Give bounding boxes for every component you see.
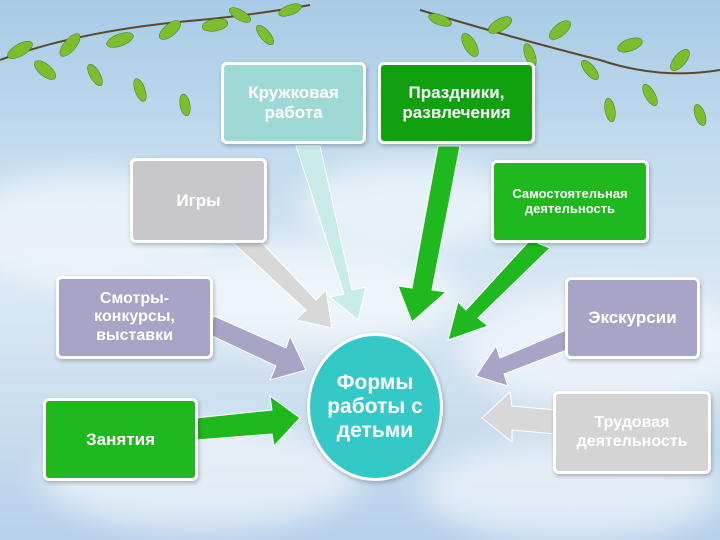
node-igry: Игры: [130, 158, 267, 243]
arrow-kruzhkovaya: [295, 145, 367, 321]
node-smotry-konkursy-vystavki: Смотры- конкурсы, выставки: [56, 276, 213, 359]
node-trudovaya-deyatelnost: Трудовая деятельность: [553, 391, 711, 474]
arrow-trudovaya: [481, 390, 557, 444]
arrow-ekskursii: [475, 329, 573, 387]
center-node-formy-raboty: Формы работы с детьми: [307, 333, 443, 481]
center-node-label: Формы работы с детьми: [327, 370, 423, 443]
arrow-smotry: [207, 315, 307, 381]
node-samostoyatelnaya-deyatelnost: Самостоятельная деятельность: [491, 160, 649, 243]
node-ekskursii: Экскурсии: [565, 277, 700, 359]
arrow-zanyatiya: [195, 394, 301, 448]
node-prazdniki-razvlecheniya: Праздники, развлечения: [378, 62, 535, 144]
tree-branches-decoration: [0, 3, 720, 126]
arrow-samostoyatelnaya: [447, 239, 551, 341]
arrow-prazdniki: [397, 145, 461, 323]
node-zanyatiya: Занятия: [43, 398, 198, 481]
node-kruzhkovaya-rabota: Кружковая работа: [221, 62, 366, 144]
